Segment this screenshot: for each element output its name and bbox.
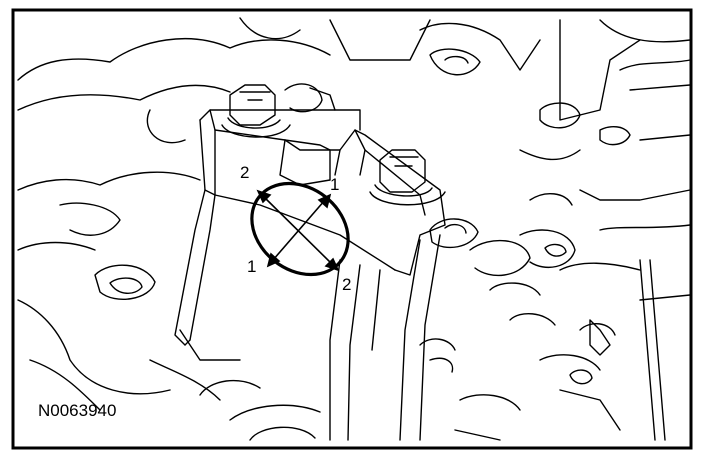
measurement-arrows: [256, 189, 340, 272]
arrowhead: [256, 189, 272, 204]
callout-label: 2: [342, 275, 351, 294]
arrowhead: [266, 252, 281, 268]
engine-linework: [17, 17, 691, 441]
callout-label: 1: [330, 175, 339, 194]
arrow-diagonal-1: [272, 199, 326, 261]
arrowhead: [324, 257, 340, 272]
callout-label: 2: [240, 163, 249, 182]
callout-label: 1: [247, 257, 256, 276]
arrowhead: [317, 193, 332, 209]
figure-border: [11, 8, 693, 450]
figure-id-label: N0063940: [38, 401, 116, 420]
